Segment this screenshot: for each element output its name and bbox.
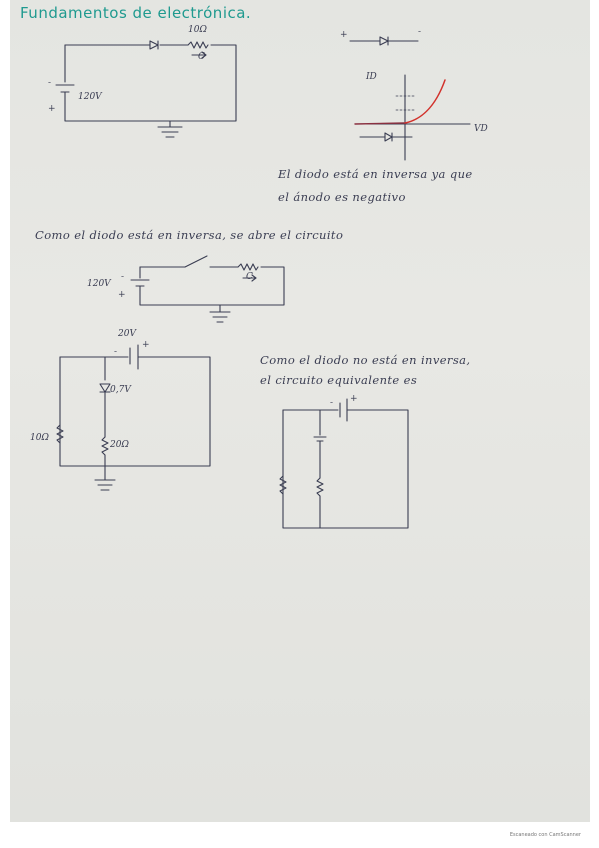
circuit2-source-label: 120V [87,279,111,289]
circuit3-ground-icon [94,465,116,491]
circuit2-current-label: C [246,272,253,282]
circuit3-diode-icon [99,383,111,393]
circuit1-ground-icon [157,120,183,138]
graph-y-label: ID [366,72,377,82]
circuit1-current-label: C [198,52,205,62]
iv-graph-drawing [354,74,471,161]
circuit3-plus-sign: + [142,340,150,350]
circuit3-left-resistor-label: 10Ω [30,433,49,443]
circuit1-diode-icon [149,40,159,50]
graph-x-label: VD [474,124,488,134]
circuit3-right-resistor-icon [101,436,109,456]
circuit3-right-resistor-label: 20Ω [110,440,129,450]
circuit2-current-arrow-icon [242,274,257,282]
circuit4-left-resistor-icon [279,475,287,495]
circuit3-left-resistor-icon [56,424,64,444]
circuit1-source-label: 120V [78,92,102,102]
note1-line1: El diodo está en inversa ya que [278,167,473,181]
note1-line2: el ánodo es negativo [278,190,406,204]
circuit1-plus-sign: + [48,104,56,114]
circuit4-right-resistor-icon [316,477,324,497]
circuit2-minus-sign: - [121,272,125,282]
notebook-page [10,0,590,822]
circuit3-diode-drop: 0,7V [110,385,131,395]
circuit4-minus-sign: - [330,398,334,408]
circuit3-minus-sign: - [114,347,118,357]
diode-icon [379,36,389,46]
circuit1-schematic [55,40,237,138]
circuit3-schematic [56,344,211,491]
note2: Como el diodo está en inversa, se abre e… [35,228,344,242]
page-title: Fundamentos de electrónica. [20,4,252,22]
note3-line2: el circuito equivalente es [260,373,418,387]
circuit1-resistor-icon [187,41,209,49]
scanner-footer: Escaneado con CamScanner [509,832,581,838]
circuit2-open-switch-icon [184,255,208,268]
graph-diode-icon [384,132,393,142]
circuit1-minus-sign: - [48,78,52,88]
circuit2-ground-icon [209,304,231,323]
note3-line1: Como el diodo no está en inversa, [260,353,471,367]
circuit1-current-arrow-icon [191,51,207,59]
diode-symbol-minus: - [418,27,422,37]
circuit2-plus-sign: + [118,290,126,300]
circuit2-schematic [130,255,285,323]
graph-curve [404,79,446,124]
diode-symbol-plus: + [340,30,348,40]
circuit4-schematic [279,398,409,529]
circuit4-plus-sign: + [350,394,358,404]
circuit3-source-label: 20V [118,329,136,339]
circuit1-resistor-label: 10Ω [188,25,207,35]
circuit2-resistor-icon [237,263,259,271]
circuit4-battery2-icon [313,436,327,442]
diode-symbol-drawing [349,36,419,46]
